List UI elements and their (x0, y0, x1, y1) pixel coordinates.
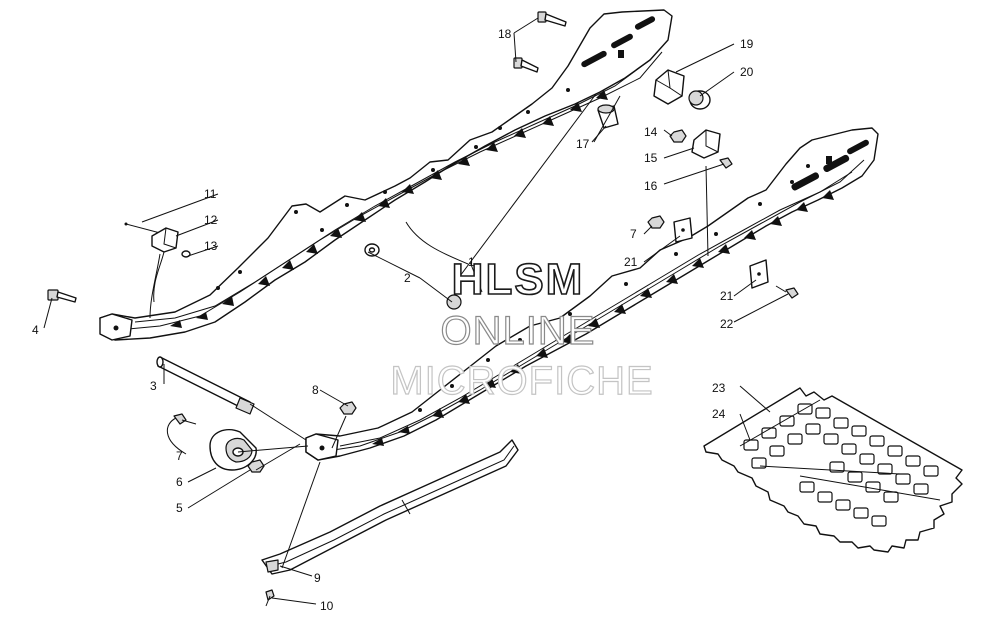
callout-4: 4 (32, 323, 39, 337)
callout-labels: 18 19 20 17 14 15 16 11 12 13 7 21 1 2 4… (32, 27, 754, 613)
callout-7-lower: 7 (176, 449, 183, 463)
callout-18: 18 (498, 27, 512, 41)
leader-lines (43, 17, 789, 605)
callout-3: 3 (150, 379, 157, 393)
screw-10 (265, 589, 275, 607)
watermark: HLSM ONLINE MICROFICHE (390, 254, 654, 403)
left-rail-holes (216, 88, 570, 290)
track-section (703, 387, 963, 553)
bolt-4 (47, 289, 77, 303)
callout-22: 22 (720, 317, 734, 331)
plate-21-upper (673, 217, 693, 243)
callout-6: 6 (176, 475, 183, 489)
callout-12: 12 (204, 213, 218, 227)
callout-5: 5 (176, 501, 183, 515)
callout-23: 23 (712, 381, 726, 395)
right-rail-holes (418, 164, 810, 412)
watermark-line-1: HLSM (452, 255, 585, 304)
callout-24: 24 (712, 407, 726, 421)
washer-2b (446, 294, 462, 310)
nut-14 (669, 129, 687, 143)
washer-2a (364, 243, 380, 257)
spacer-20 (688, 90, 711, 110)
nut-8 (339, 401, 357, 415)
callout-9: 9 (314, 571, 321, 585)
nut-7-upper (647, 215, 665, 229)
bolt-7-lower (173, 413, 197, 425)
callout-2: 2 (404, 271, 411, 285)
callout-17: 17 (576, 137, 590, 151)
callout-13: 13 (204, 239, 218, 253)
left-slide-rail (99, 9, 673, 341)
slide-block-19 (653, 69, 685, 105)
left-rail-cutouts (170, 90, 608, 328)
block-12 (151, 227, 179, 253)
screw-16 (719, 157, 733, 169)
track-clips (743, 403, 939, 527)
nut-5 (247, 459, 265, 473)
callout-14: 14 (644, 125, 658, 139)
axle-3 (156, 356, 255, 415)
right-slide-rail (305, 127, 879, 461)
callout-10: 10 (320, 599, 334, 613)
callout-15: 15 (644, 151, 658, 165)
callout-21-lower: 21 (720, 289, 734, 303)
callout-19: 19 (740, 37, 754, 51)
callout-7-upper: 7 (630, 227, 637, 241)
callout-1: 1 (468, 255, 475, 269)
wear-strip-9 (261, 439, 519, 575)
slide-block-15 (691, 129, 721, 159)
callout-11: 11 (204, 187, 217, 201)
plate-21-lower (749, 259, 769, 289)
callout-21-upper: 21 (624, 255, 638, 269)
bolt-18-upper (537, 11, 567, 27)
callout-8: 8 (312, 383, 319, 397)
bolt-18-lower (513, 57, 539, 73)
right-rail-cutouts (372, 190, 834, 446)
callout-20: 20 (740, 65, 754, 79)
callout-16: 16 (644, 179, 658, 193)
watermark-line-2: ONLINE (441, 309, 596, 353)
bolt-22 (775, 285, 799, 299)
watermark-line-3: MICROFICHE (390, 359, 653, 403)
